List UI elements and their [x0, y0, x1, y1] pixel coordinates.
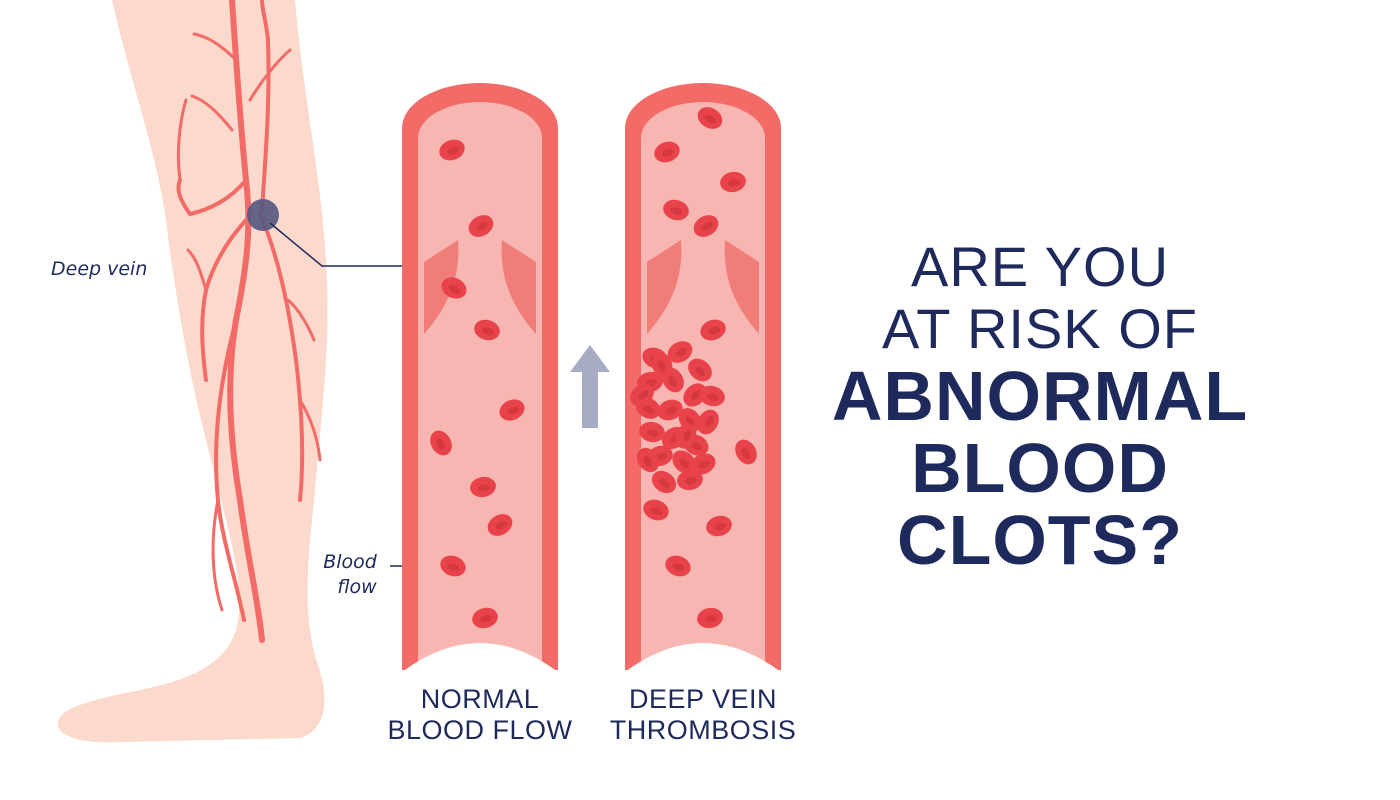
- dvt-vessel: [625, 83, 781, 680]
- normal-valve-right: [501, 240, 536, 334]
- normal-caption-line2: BLOOD FLOW: [387, 715, 573, 745]
- blood-flow-label-line1: Blood: [323, 551, 377, 573]
- dvt-caption-line2: THROMBOSIS: [609, 715, 797, 745]
- blood-flow-label-line2: flow: [337, 576, 377, 598]
- dvt-valve-right: [724, 240, 759, 334]
- dvt-vessel-opening: [625, 643, 781, 680]
- normal-vessel-opening: [402, 643, 558, 680]
- headline-line3: ABNORMAL: [831, 357, 1249, 435]
- veins: [176, 0, 322, 643]
- deep-vein-label: Deep vein: [51, 258, 148, 280]
- leg: [57, 0, 328, 743]
- normal-blood-flow-caption: NORMAL BLOOD FLOW: [370, 684, 590, 746]
- headline: ARE YOU AT RISK OF ABNORMAL BLOOD CLOTS?: [800, 235, 1280, 579]
- leg-skin: [57, 0, 328, 743]
- normal-vessel: [402, 83, 558, 680]
- normal-valve-left: [424, 240, 459, 334]
- headline-line4: BLOOD: [911, 429, 1169, 507]
- headline-line5: CLOTS?: [897, 501, 1183, 579]
- dvt-valve-left: [647, 240, 682, 334]
- headline-line2: AT RISK OF: [882, 297, 1198, 360]
- flow-arrow-icon: [570, 345, 610, 428]
- normal-vessel-interior: [418, 102, 542, 671]
- normal-caption-line1: NORMAL: [420, 684, 540, 714]
- blood-flow-label: Blood flow: [310, 550, 390, 600]
- dvt-caption: DEEP VEIN THROMBOSIS: [593, 684, 813, 746]
- dvt-caption-line1: DEEP VEIN: [628, 684, 778, 714]
- headline-line1: ARE YOU: [910, 235, 1170, 298]
